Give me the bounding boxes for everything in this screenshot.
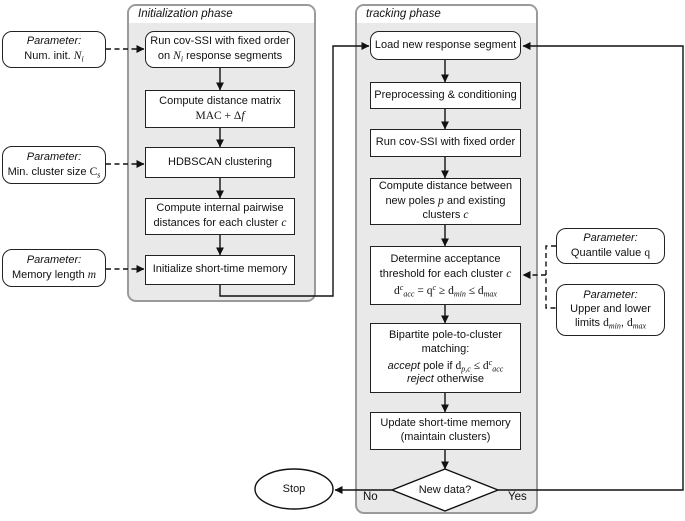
node-preprocessing-conditioning: Preprocessing & conditioning [370,82,521,109]
node-text: clusters c [422,209,469,222]
node-text: threshold for each cluster c [379,267,512,280]
threshold-formula: dcacc = qc ≥ dmin ≤ dmax [394,282,497,299]
node-text: Compute distance matrix [159,94,281,107]
node-text: Update short-time memory [380,417,511,430]
node-compute-distance-poles-clusters: Compute distance between new poles p and… [370,178,521,225]
node-bipartite-matching: Bipartite pole-to-cluster matching: acce… [370,323,521,393]
node-text: Bipartite pole-to-cluster [388,328,503,341]
param-box-num-init: Parameter: Num. init. Ni [2,31,106,68]
node-text: Run cov-SSI with fixed order [150,35,290,48]
node-internal-pairwise-distances: Compute internal pairwise distances for … [145,198,295,235]
node-update-short-time-memory: Update short-time memory (maintain clust… [370,412,521,450]
node-text: on Ni response segments [157,50,283,64]
param-value: limits dmin, dmax [574,317,647,331]
node-initialize-short-time-memory: Initialize short-time memory [145,255,295,285]
param-value: Memory length m [11,268,97,281]
param-label: Parameter: [583,231,638,244]
node-text: Preprocessing & conditioning [374,88,517,101]
node-text: new poles p and existing [385,194,506,207]
node-text: Run cov-SSI with fixed order [375,136,516,149]
param-value: Min. cluster size Cs [7,165,101,179]
decision-label-new-data: New data? [418,484,472,496]
branch-label-no: No [363,491,378,503]
param-label: Parameter: [583,288,638,301]
node-text: Determine acceptance [390,252,501,265]
stop-label: Stop [282,483,306,495]
node-text: reject otherwise [406,373,485,386]
node-text: distances for each cluster c [153,217,287,229]
node-text: Initialize short-time memory [152,263,288,276]
node-compute-distance-matrix: Compute distance matrix MAC + Δf [145,90,295,128]
node-text: MAC + Δf [195,109,245,122]
tracking-phase-header [357,6,536,23]
node-text: Load new response segment [374,38,517,51]
node-text: Compute internal pairwise [156,202,284,215]
node-text: accept pole if dp,c ≤ dcacc [387,357,504,373]
node-run-cov-ssi-tracking: Run cov-SSI with fixed order [370,129,521,157]
param-box-upper-lower-limits: Parameter: Upper and lower limits dmin, … [556,284,665,336]
param-box-memory-length: Parameter: Memory length m [2,249,106,287]
param-label: Parameter: [26,150,82,163]
param-value: Num. init. Ni [24,50,84,64]
node-load-new-response-segment: Load new response segment [370,31,521,60]
param-label: Parameter: [26,35,82,48]
tracking-phase-title: tracking phase [366,8,441,20]
initialization-phase-header [129,6,314,23]
param-value: Quantile value q [570,246,651,259]
node-hdbscan-clustering: HDBSCAN clustering [145,147,295,178]
node-determine-acceptance-threshold: Determine acceptance threshold for each … [370,246,521,305]
param-label: Parameter: [26,253,82,266]
param-value: Upper and lower [570,302,651,315]
node-text: HDBSCAN clustering [168,155,272,168]
node-run-cov-ssi-init: Run cov-SSI with fixed order on Ni respo… [145,31,295,68]
node-text: matching: [421,342,470,355]
param-box-quantile-value: Parameter: Quantile value q [556,228,665,264]
initialization-phase-title: Initialization phase [138,8,233,20]
branch-label-yes: Yes [508,491,527,503]
param-link-right [545,245,556,309]
param-box-min-cluster-size: Parameter: Min. cluster size Cs [2,146,106,184]
node-text: Compute distance between [378,179,513,192]
node-text: (maintain clusters) [400,431,491,443]
